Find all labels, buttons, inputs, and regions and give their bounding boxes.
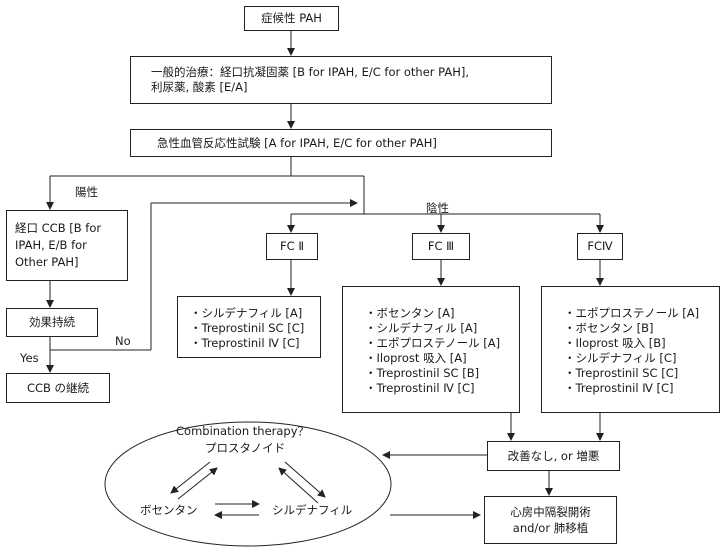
list-item: ・エポプロステノール [A] — [564, 306, 700, 320]
fc2-box: FC Ⅱ — [266, 233, 318, 260]
oral-ccb-line3: Other PAH] — [15, 255, 79, 269]
septostomy-transplant-box: 心房中隔裂開術 and/or 肺移植 — [484, 496, 617, 544]
bosentan-label: ボセンタン — [140, 503, 198, 517]
no-label: No — [115, 334, 131, 348]
transplant-label: and/or 肺移植 — [512, 521, 589, 535]
positive-label: 陽性 — [75, 185, 98, 199]
list-item: ・Treprostinil SC [C] — [190, 321, 305, 335]
list-item: ・シルデナフィル [A] — [190, 306, 303, 320]
list-item: ・Iloprost 吸入 [B] — [564, 336, 666, 350]
sustained-response-box: 効果持続 — [6, 308, 98, 337]
fc3-label: FC Ⅲ — [427, 239, 455, 253]
general-treatment-box: 一般的治療：経口抗凝固薬 [B for IPAH, E/C for other … — [130, 56, 552, 104]
vasoreactivity-test-label: 急性血管反応性試験 [A for IPAH, E/C for other PAH… — [157, 136, 437, 150]
list-item: ・シルデナフィル [C] — [564, 351, 677, 365]
fc4-treatment-list: ・エポプロステノール [A] ・ボセンタン [B] ・Iloprost 吸入 [… — [541, 286, 720, 413]
list-item: ・ボセンタン [A] — [365, 306, 455, 320]
negative-label: 陰性 — [426, 201, 449, 215]
fc2-treatment-list: ・シルデナフィル [A] ・Treprostinil SC [C] ・Trepr… — [177, 296, 321, 358]
no-improvement-label: 改善なし, or 増悪 — [507, 448, 600, 463]
fc3-box: FC Ⅲ — [412, 233, 470, 260]
combination-therapy-title: Combination therapy？ — [176, 424, 310, 438]
list-item: ・Treprostinil Ⅳ [C] — [190, 336, 300, 350]
ccb-continue-box: CCB の継続 — [6, 373, 110, 403]
list-item: ・Treprostinil Ⅳ [C] — [365, 381, 475, 395]
list-item: ・Treprostinil SC [C] — [564, 366, 679, 380]
list-item: ・シルデナフィル [A] — [365, 321, 478, 335]
list-item: ・Treprostinil SC [B] — [365, 366, 480, 380]
fc4-box: FCⅣ — [577, 233, 623, 260]
sustained-response-label: 効果持続 — [29, 315, 75, 329]
ccb-continue-label: CCB の継続 — [26, 380, 90, 395]
list-item: ・エポプロステノール [A] — [365, 336, 501, 350]
general-treatment-line2: 利尿薬, 酸素 [E/A] — [151, 80, 248, 94]
sildenafil-label: シルデナフィル — [272, 503, 353, 517]
fc4-label: FCⅣ — [587, 239, 613, 253]
list-item: ・Iloprost 吸入 [A] — [365, 351, 467, 365]
oral-ccb-line1: 経口 CCB [B for — [15, 221, 102, 235]
septostomy-label: 心房中隔裂開術 — [510, 505, 591, 519]
yes-label: Yes — [20, 351, 39, 365]
oral-ccb-line2: IPAH, E/B for — [15, 238, 87, 252]
general-treatment-line1: 一般的治療：経口抗凝固薬 [B for IPAH, E/C for other … — [151, 65, 470, 79]
vasoreactivity-test-box: 急性血管反応性試験 [A for IPAH, E/C for other PAH… — [130, 129, 552, 157]
list-item: ・Treprostinil Ⅳ [C] — [564, 381, 674, 395]
oral-ccb-box: 経口 CCB [B for IPAH, E/B for Other PAH] — [6, 210, 128, 281]
symptomatic-pah-box: 症候性 PAH — [244, 6, 339, 31]
fc3-treatment-list: ・ボセンタン [A] ・シルデナフィル [A] ・エポプロステノール [A] ・… — [342, 286, 520, 413]
symptomatic-pah-label: 症候性 PAH — [261, 11, 322, 25]
list-item: ・ボセンタン [B] — [564, 321, 654, 335]
fc2-label: FC Ⅱ — [280, 239, 304, 253]
prostanoid-label: プロスタノイド — [205, 441, 286, 455]
no-improvement-box: 改善なし, or 増悪 — [487, 441, 620, 471]
